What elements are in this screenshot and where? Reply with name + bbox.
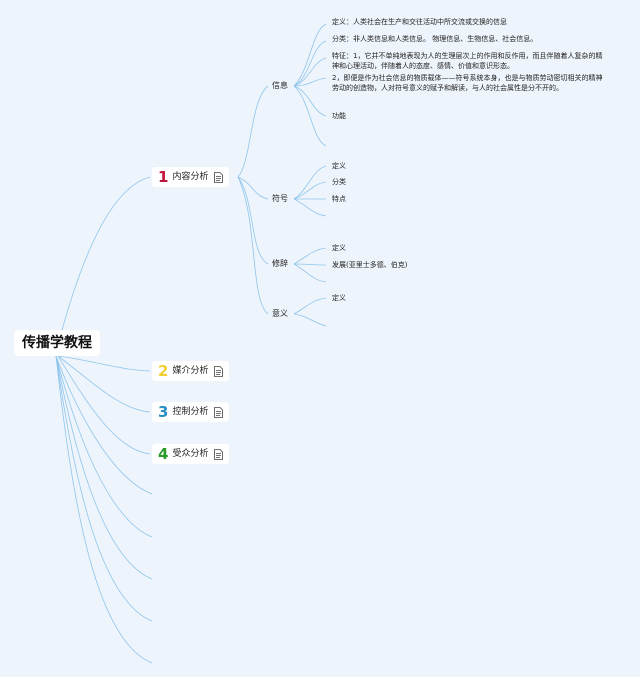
- symbol-category[interactable]: 分类: [332, 178, 346, 186]
- note-icon[interactable]: [214, 365, 224, 377]
- note-icon[interactable]: [214, 448, 224, 460]
- symbol-feature[interactable]: 特点: [332, 195, 346, 203]
- branch-media-analysis[interactable]: 2 媒介分析: [152, 361, 230, 381]
- branch-number: 1: [158, 168, 169, 186]
- rhetoric-definition[interactable]: 定义: [332, 244, 346, 252]
- branch-control-analysis[interactable]: 3 控制分析: [152, 402, 230, 422]
- branch-number: 2: [158, 362, 169, 380]
- info-feature-2[interactable]: 2，即便是作为社会信息的物质载体——符号系统本身，也是与物质劳动密切相关的精神劳…: [332, 74, 603, 92]
- rhetoric-development[interactable]: 发展(亚里士多德、伯克): [332, 261, 408, 269]
- node-meaning[interactable]: 意义: [272, 309, 288, 318]
- branch-label: 受众分析: [172, 449, 209, 459]
- branch-label: 控制分析: [172, 407, 209, 417]
- node-rhetoric[interactable]: 修辞: [272, 259, 288, 268]
- symbol-definition[interactable]: 定义: [332, 162, 346, 170]
- root-title: 传播学教程: [22, 335, 92, 351]
- root-node[interactable]: 传播学教程: [14, 330, 100, 356]
- meaning-definition[interactable]: 定义: [332, 294, 346, 302]
- node-info[interactable]: 信息: [272, 81, 288, 90]
- info-category[interactable]: 分类：非人类信息和人类信息。 物理信息、生物信息、社会信息。: [332, 35, 538, 43]
- node-symbol[interactable]: 符号: [272, 194, 288, 203]
- info-definition[interactable]: 定义：人类社会在生产和交往活动中所交流或交换的信息: [332, 18, 507, 26]
- branch-audience-analysis[interactable]: 4 受众分析: [152, 444, 230, 464]
- info-function[interactable]: 功能: [332, 112, 346, 120]
- branch-label: 媒介分析: [172, 366, 209, 376]
- note-icon[interactable]: [214, 406, 224, 418]
- info-feature-1[interactable]: 特征：1，它并不单纯地表现为人的生理层次上的作用和反作用，而且伴随着人复杂的精神…: [332, 52, 603, 70]
- branch-label: 内容分析: [172, 172, 209, 182]
- branch-number: 3: [158, 403, 169, 421]
- note-icon[interactable]: [214, 171, 224, 183]
- branch-content-analysis[interactable]: 1 内容分析: [152, 167, 230, 187]
- branch-number: 4: [158, 445, 169, 463]
